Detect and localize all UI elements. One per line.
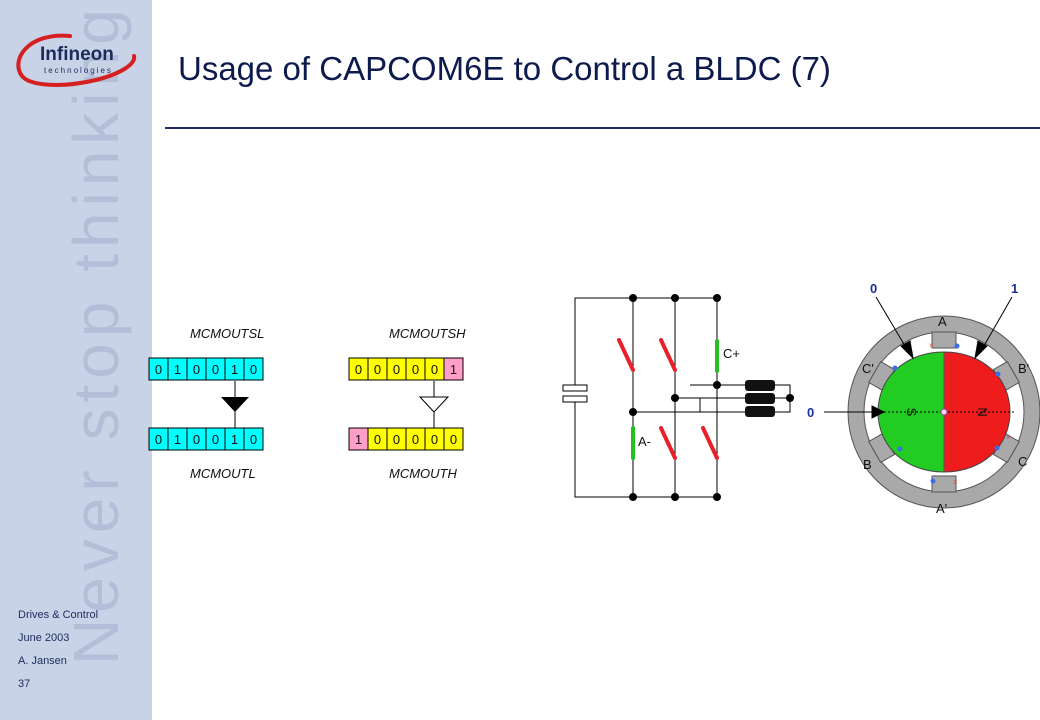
footer-author: A. Jansen (18, 655, 67, 667)
slogan-watermark: Never stop thinking (60, 3, 132, 665)
phase-c-label: C (1018, 454, 1027, 469)
mcmoutsh-label: MCMOUTSH (389, 326, 466, 341)
phase-c-prime-label: C' (862, 361, 874, 376)
mcmoutsl-label: MCMOUTSL (190, 326, 264, 341)
hall-arrow-right-icon (974, 340, 988, 360)
register-bit-value: 0 (374, 432, 381, 447)
register-bit-cell (443, 427, 464, 451)
north-pole-label: N (975, 407, 990, 416)
mcmoutl-label: MCMOUTL (190, 466, 256, 481)
register-bit-value: 0 (412, 432, 419, 447)
logo-tagline: technologies (44, 66, 113, 75)
inverter-switches (617, 338, 719, 460)
register-bit-value: 0 (393, 432, 400, 447)
register-bit-value: 0 (250, 362, 257, 377)
switch-a-high (617, 338, 635, 372)
register-bit-value: 0 (193, 362, 200, 377)
hall-input-right-top: 1 (1011, 281, 1018, 296)
register-bit-cell (243, 357, 264, 381)
logo-brand: Infineon (40, 44, 114, 65)
register-bit-value: 1 (231, 432, 238, 447)
register-bit-value: 0 (431, 432, 438, 447)
south-pole-label: S (904, 408, 919, 417)
svg-text:×: × (953, 478, 958, 487)
register-bit-value: 0 (155, 432, 162, 447)
transfer-arrow-low-icon (221, 397, 249, 412)
phase-b-label: B (863, 457, 872, 472)
register-bit-cell (243, 427, 264, 451)
transfer-arrow-high-icon (418, 396, 450, 413)
hall-input-left-top: 0 (870, 281, 877, 296)
footer-date: June 2003 (18, 632, 70, 644)
svg-text:×: × (929, 341, 934, 350)
motor-coils (745, 380, 775, 417)
register-bit-value: 0 (431, 362, 438, 377)
register-bit-value: 0 (393, 362, 400, 377)
register-bit-value: 1 (174, 362, 181, 377)
footer-page-number: 37 (18, 678, 31, 690)
switch-c-low (701, 426, 719, 460)
footer-department: Drives & Control (18, 609, 99, 621)
inverter-nodes (629, 294, 794, 501)
register-bit-value: 1 (450, 362, 457, 377)
register-bit-value: 0 (374, 362, 381, 377)
phase-a-prime-label: A' (936, 501, 947, 516)
register-bit-value: 1 (355, 432, 362, 447)
hall-input-left-mid: 0 (807, 405, 814, 420)
c-plus-label: C+ (723, 346, 740, 361)
hall-arrow-left-icon (900, 340, 914, 360)
mcmouth-label: MCMOUTH (389, 466, 457, 481)
register-bit-value: 0 (155, 362, 162, 377)
register-bit-value: 1 (174, 432, 181, 447)
register-bit-value: 0 (355, 362, 362, 377)
register-bit-value: 0 (212, 362, 219, 377)
a-minus-label: A- (638, 434, 651, 449)
switch-b-low (659, 426, 677, 460)
register-bit-value: 0 (450, 432, 457, 447)
register-bit-value: 0 (193, 432, 200, 447)
phase-a-label: A (938, 314, 947, 329)
bldc-motor: S N × × × A A' C' B' B C 0 1 0 (807, 281, 1040, 516)
title-divider (165, 127, 1040, 129)
page-title: Usage of CAPCOM6E to Control a BLDC (7) (178, 50, 831, 87)
register-bit-value: 0 (212, 432, 219, 447)
switch-b-high (659, 338, 677, 372)
slogan-text: Never stop thinking (60, 3, 132, 665)
register-bit-value: 0 (412, 362, 419, 377)
phase-b-prime-label: B' (1018, 361, 1029, 376)
register-bit-value: 0 (250, 432, 257, 447)
register-bit-value: 1 (231, 362, 238, 377)
register-bit-cell (443, 357, 464, 381)
sidebar: Never stop thinking Infineon technologie… (0, 0, 152, 720)
svg-text:×: × (1006, 433, 1011, 442)
infineon-logo: Infineon technologies (16, 33, 137, 87)
hall-arrow-mid-icon (871, 405, 886, 419)
